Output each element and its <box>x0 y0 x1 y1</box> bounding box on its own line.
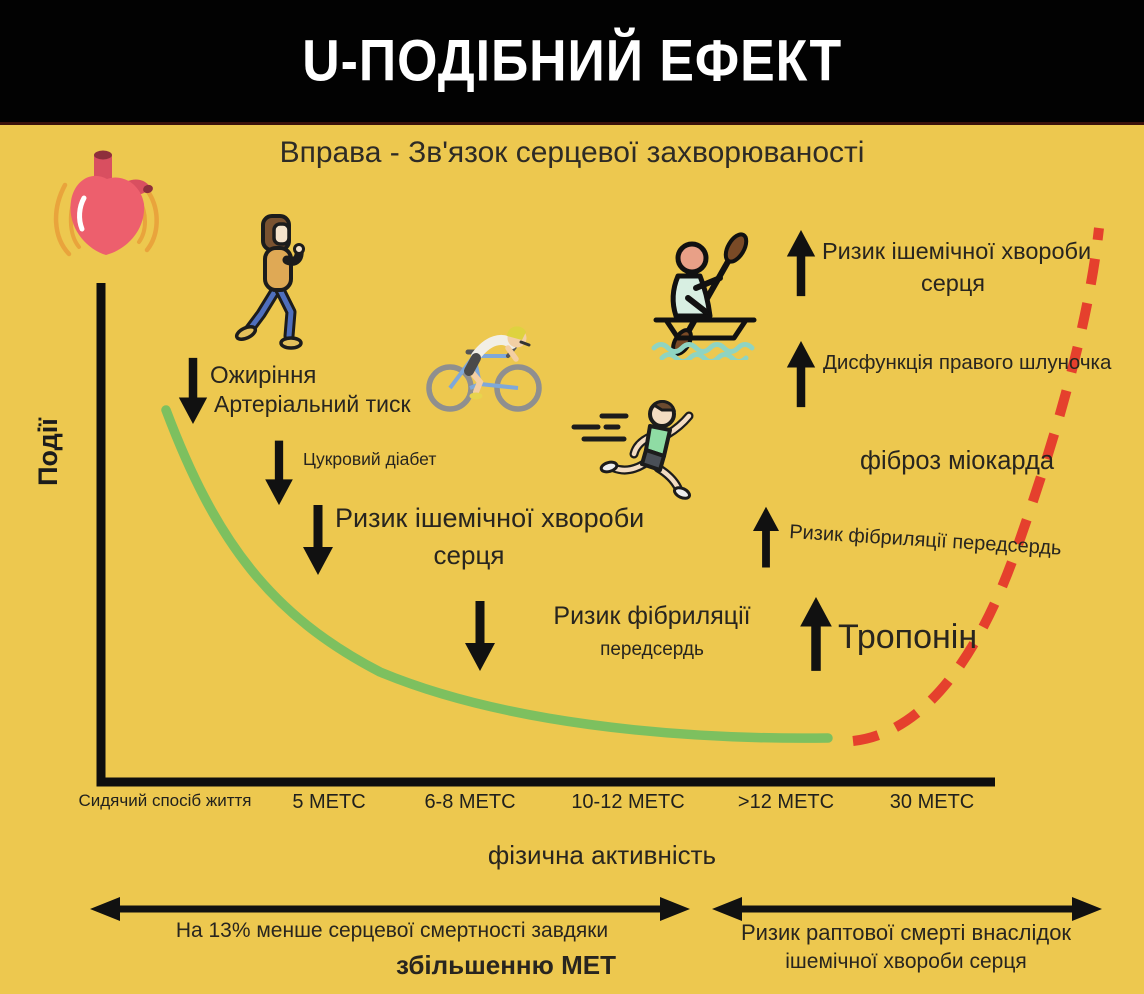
x-tick-gt12-mets: >12 МЕТС <box>737 791 835 813</box>
footer-right-line1: Ризик раптової смерті внаслідок <box>740 920 1072 945</box>
annotation-line: передсердь <box>600 639 704 660</box>
annotation-ischemic-risk-up: Ризик ішемічної хвороби серця <box>822 238 1092 297</box>
x-tick-5-mets: 5 МЕТС <box>292 791 366 813</box>
annotation-blood-pressure: Артеріальний тиск <box>214 391 411 417</box>
double-arrow-right-range-icon <box>712 897 1102 921</box>
anatomical-heart-icon <box>53 150 159 257</box>
footer-left-line1: На 13% менше серцевої смертності завдяки <box>175 919 609 942</box>
down-arrow-icon <box>265 440 293 506</box>
annotation-line: серця <box>920 270 986 296</box>
up-arrow-icon <box>786 341 816 408</box>
up-arrow-icon <box>800 597 832 671</box>
annotation-obesity: Ожиріння <box>210 362 317 389</box>
page-title: U-ПОДІБНИЙ ЕФЕКТ <box>302 28 842 94</box>
annotation-line: серця <box>433 540 505 570</box>
cyclist-icon <box>426 326 542 412</box>
x-tick-6-8-mets: 6-8 МЕТС <box>424 791 516 813</box>
header-banner: U-ПОДІБНИЙ ЕФЕКТ <box>0 0 1144 125</box>
up-arrow-icon <box>752 506 780 568</box>
annotation-afib-risk-down: Ризик фібриляції передсердь <box>518 602 786 661</box>
annotation-ischemic-risk-down: Ризик ішемічної хвороби серця <box>335 503 645 571</box>
annotation-troponin: Тропонін <box>838 618 978 656</box>
chart-title: Вправа - Зв'язок серцевої захворюваності <box>279 136 865 169</box>
x-tick-10-12-mets: 10-12 МЕТС <box>571 791 685 813</box>
x-axis-label: фізична активність <box>487 840 717 870</box>
annotation-diabetes: Цукровий діабет <box>303 449 437 469</box>
down-arrow-icon <box>303 505 333 575</box>
annotation-myocardial-fibrosis: фіброз міокарда <box>860 447 1055 475</box>
y-axis-label: Події <box>33 418 63 486</box>
annotation-afib-risk-up: Ризик фібриляції передсердь <box>788 521 1063 560</box>
kayaker-icon <box>651 232 757 360</box>
annotation-line: Ризик ішемічної хвороби <box>335 503 645 533</box>
annotation-line: Ризик фібриляції <box>553 602 751 630</box>
double-arrow-left-range-icon <box>90 897 690 921</box>
walking-person-icon <box>234 214 305 350</box>
down-arrow-icon <box>465 601 495 671</box>
x-tick-sedentary: Сидячий спосіб життя <box>78 791 252 810</box>
footer-right-line2: ішемічної хвороби серця <box>785 950 1027 973</box>
red-rising-dashed-curve <box>852 227 1104 746</box>
runner-icon <box>571 400 694 500</box>
footer-left-line2: збільшенню МЕТ <box>396 950 616 980</box>
annotation-rv-dysfunction: Дисфункція правого шлуночка <box>823 351 1112 374</box>
down-arrow-icon <box>178 357 208 424</box>
annotation-line: Ризик ішемічної хвороби <box>822 238 1092 264</box>
x-tick-30-mets: 30 МЕТС <box>889 791 975 813</box>
up-arrow-icon <box>786 230 816 297</box>
